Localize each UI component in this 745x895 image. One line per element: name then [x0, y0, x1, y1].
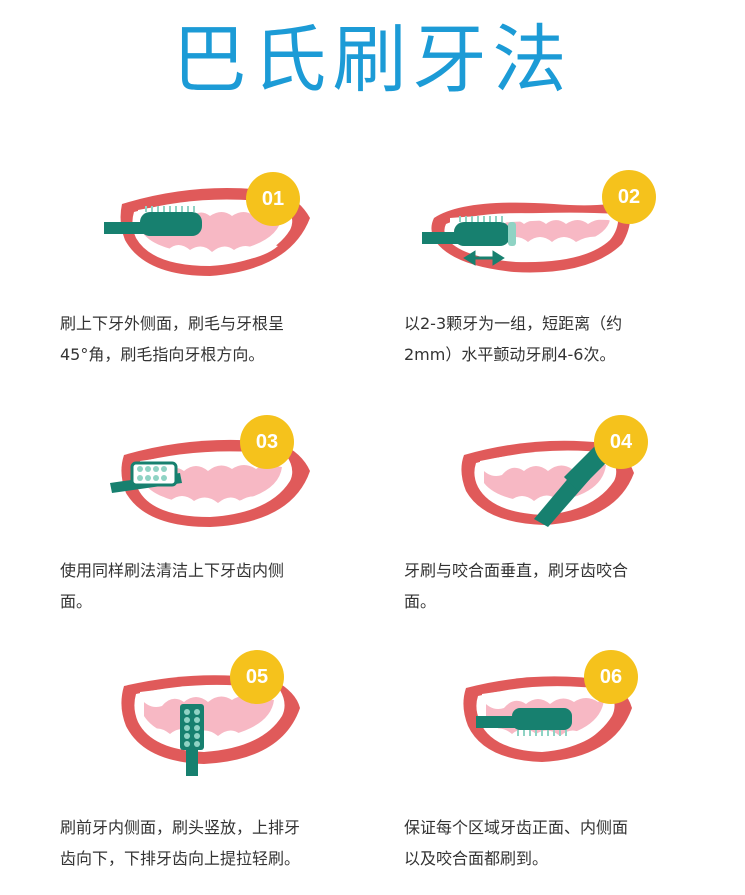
step-caption-5: 刷前牙内侧面，刷头竖放，上排牙 齿向下，下排牙齿向上提拉轻刷。: [60, 812, 380, 874]
step-caption-3: 使用同样刷法清洁上下牙齿内侧 面。: [60, 555, 380, 617]
toothbrush-icon: [104, 206, 202, 236]
caption-line: 刷上下牙外侧面，刷毛与牙根呈: [60, 314, 285, 333]
caption-line: 面。: [404, 592, 437, 611]
toothbrush-icon: [110, 461, 182, 493]
caption-line: 以及咬合面都刷到。: [404, 849, 549, 868]
step-3: 03 使用同样刷法清洁上下牙齿内侧 面。: [60, 415, 380, 645]
step-2: 02 以2-3颗牙为一组，短距离（约 2mm）水平颤动牙刷4-6次。: [404, 170, 724, 400]
mouth-illustration-2: [422, 200, 631, 273]
caption-line: 2mm）水平颤动牙刷4-6次。: [404, 345, 616, 364]
step-badge-3: 03: [240, 415, 294, 469]
step-badge-5: 05: [230, 650, 284, 704]
mouth-illustration-1: [104, 188, 310, 276]
step-1: 01 刷上下牙外侧面，刷毛与牙根呈 45°角，刷毛指向牙根方向。: [60, 170, 380, 400]
caption-line: 齿向下，下排牙齿向上提拉轻刷。: [60, 849, 301, 868]
step-badge-4: 04: [594, 415, 648, 469]
double-arrow-icon: [463, 250, 505, 266]
caption-line: 刷前牙内侧面，刷头竖放，上排牙: [60, 818, 301, 837]
step-5: 05 刷前牙内侧面，刷头竖放，上排牙 齿向下，下排牙齿向上提拉轻刷。: [60, 650, 380, 880]
toothbrush-icon: [422, 216, 516, 246]
step-caption-6: 保证每个区域牙齿正面、内侧面 以及咬合面都刷到。: [404, 812, 724, 874]
caption-line: 牙刷与咬合面垂直，刷牙齿咬合: [404, 561, 629, 580]
step-badge-2: 02: [602, 170, 656, 224]
step-caption-1: 刷上下牙外侧面，刷毛与牙根呈 45°角，刷毛指向牙根方向。: [60, 308, 380, 370]
step-6: 06 保证每个区域牙齿正面、内侧面 以及咬合面都刷到。: [404, 650, 724, 880]
step-caption-2: 以2-3颗牙为一组，短距离（约 2mm）水平颤动牙刷4-6次。: [404, 308, 724, 370]
toothbrush-icon: [180, 704, 204, 776]
caption-line: 使用同样刷法清洁上下牙齿内侧: [60, 561, 285, 580]
page-title: 巴氏刷牙法: [172, 17, 573, 103]
caption-line: 以2-3颗牙为一组，短距离（约: [404, 314, 623, 333]
caption-line: 45°角，刷毛指向牙根方向。: [60, 345, 265, 364]
step-badge-6: 06: [584, 650, 638, 704]
toothbrush-icon: [476, 708, 572, 736]
step-badge-1: 01: [246, 172, 300, 226]
step-4: 04 牙刷与咬合面垂直，刷牙齿咬合 面。: [404, 415, 724, 645]
mouth-illustration-3: [110, 439, 310, 527]
mouth-illustration-5: [121, 675, 300, 776]
step-caption-4: 牙刷与咬合面垂直，刷牙齿咬合 面。: [404, 555, 724, 617]
caption-line: 保证每个区域牙齿正面、内侧面: [404, 818, 629, 837]
caption-line: 面。: [60, 592, 93, 611]
mouth-illustration-4: [461, 440, 634, 527]
mouth-illustration-6: [463, 676, 632, 762]
